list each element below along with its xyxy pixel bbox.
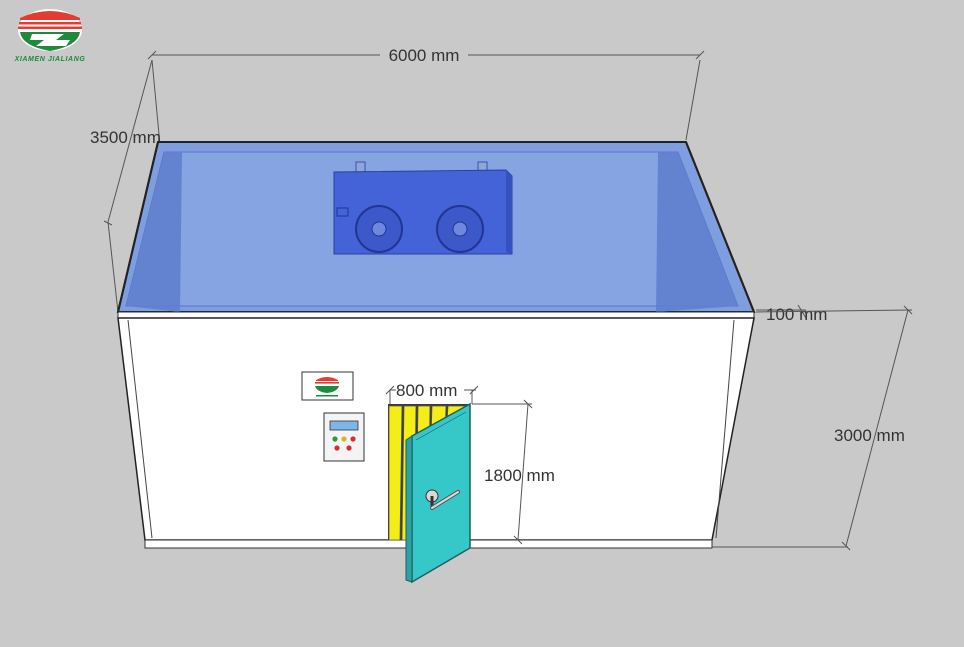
dimension-door-height-label: 1800 mm bbox=[484, 466, 555, 485]
door-handle-icon bbox=[425, 489, 460, 510]
wall-logo-plate bbox=[301, 371, 354, 401]
dimension-height-label: 3000 mm bbox=[834, 426, 905, 445]
dimension-door-width bbox=[385, 385, 479, 404]
logo-company-name: XIAMEN JIALIANG bbox=[14, 56, 86, 63]
temperature-controller-icon bbox=[323, 412, 365, 462]
jialiang-logo-icon bbox=[315, 376, 339, 393]
jialiang-logo-icon bbox=[18, 9, 82, 51]
cold-room-door bbox=[405, 402, 471, 584]
dimension-height bbox=[712, 305, 913, 551]
evaporator-unit-icon bbox=[333, 161, 513, 255]
dimension-length bbox=[147, 50, 705, 146]
dimension-length-label: 6000 mm bbox=[389, 46, 460, 65]
dimension-width bbox=[103, 59, 153, 313]
dimension-door-width-label: 800 mm bbox=[396, 381, 457, 400]
dimension-width-label: 3500 mm bbox=[90, 128, 161, 147]
company-logo: XIAMEN JIALIANG bbox=[14, 9, 86, 63]
dimension-wall-thickness-label: 100 mm bbox=[766, 305, 827, 324]
dimension-door-height bbox=[472, 399, 533, 545]
